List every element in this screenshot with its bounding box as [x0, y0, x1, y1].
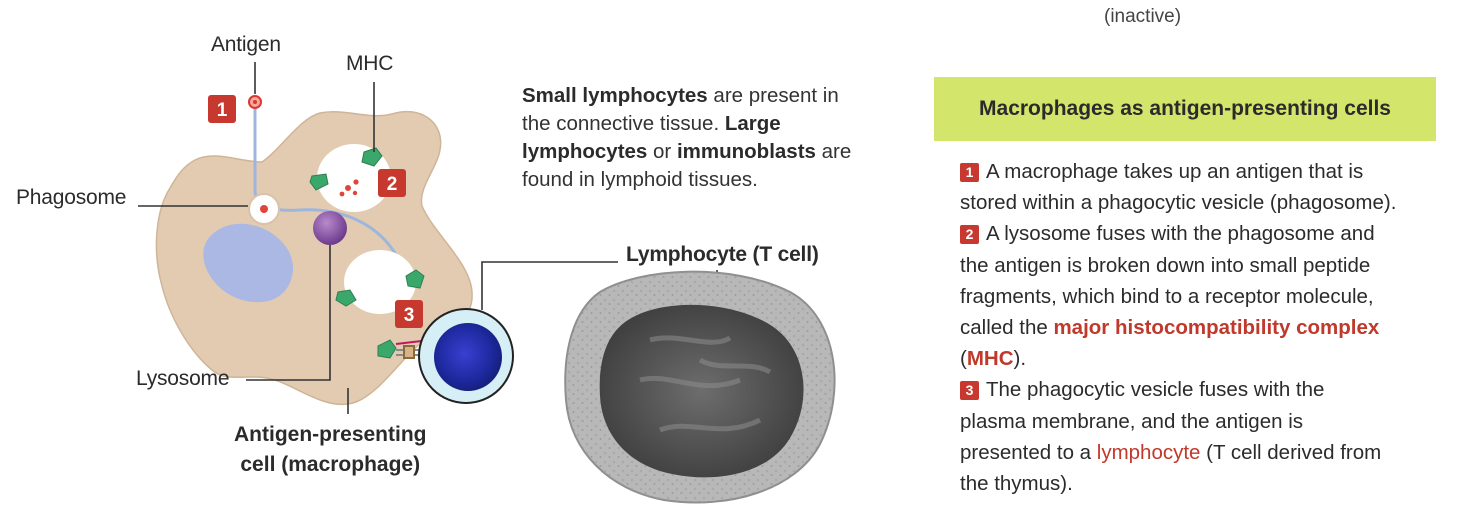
step-3-line-2: plasma membrane, and the antigen is [960, 406, 1450, 437]
svg-text:2: 2 [387, 174, 398, 195]
step-3-badge: 3 [960, 381, 979, 400]
step-1-text-a: A macrophage takes up an antigen that is [986, 160, 1363, 183]
micrograph-nucleus [600, 305, 804, 478]
apc-caption: Antigen-presenting cell (macrophage) [234, 420, 427, 480]
svg-text:3: 3 [404, 305, 415, 326]
antigen-label: Antigen [211, 33, 281, 57]
lymphocyte-blurb: Small lymphocytes are present in the con… [522, 82, 862, 194]
apc-caption-line2: cell (macrophage) [234, 450, 427, 480]
t-cell-nucleus [434, 323, 502, 391]
step-3-text-c: presented to a [960, 441, 1097, 464]
mhc-label: MHC [346, 52, 393, 76]
lysosome-label: Lysosome [136, 367, 229, 391]
step-1-badge: 1 [960, 163, 979, 182]
mhc-term: major histocompatibility complex [1053, 316, 1379, 339]
lymphocyte-micrograph [565, 272, 834, 503]
step-2-line-4: called the major histocompatibility comp… [960, 312, 1450, 343]
panel-title-banner: Macrophages as antigen-presenting cells [934, 77, 1436, 141]
step-3-line-3: presented to a lymphocyte (T cell derive… [960, 437, 1450, 468]
step-2-text-a: A lysosome fuses with the phagosome and [986, 222, 1375, 245]
lymphocyte-term: lymphocyte [1097, 441, 1201, 464]
panel-title: Macrophages as antigen-presenting cells [979, 97, 1391, 121]
step-2-text-f: ). [1014, 347, 1027, 370]
blurb-bold-1: Small lymphocytes [522, 84, 708, 107]
lymphocyte-label: Lymphocyte (T cell) [626, 243, 819, 267]
lysosome [313, 211, 347, 245]
step-3-line-4: the thymus). [960, 468, 1450, 499]
step-1-line-1: 1 A macrophage takes up an antigen that i… [960, 156, 1450, 187]
step-2-badge: 2 [960, 225, 979, 244]
inactive-label: (inactive) [1104, 6, 1181, 28]
step-badge-3: 3 [395, 300, 423, 328]
step-2-text-d: called the [960, 316, 1053, 339]
apc-caption-line1: Antigen-presenting [234, 420, 427, 450]
step-1-line-2: stored within a phagocytic vesicle (phag… [960, 187, 1450, 218]
step-2-line-3: fragments, which bind to a receptor mole… [960, 281, 1450, 312]
mhc-abbrev: MHC [967, 347, 1014, 370]
step-badge-1: 1 [208, 95, 236, 123]
step-2-line-1: 2 A lysosome fuses with the phagosome and [960, 218, 1450, 249]
svg-text:1: 1 [217, 100, 228, 121]
step-2-line-5: (MHC). [960, 343, 1450, 374]
steps-list: 1 A macrophage takes up an antigen that i… [960, 156, 1450, 499]
step-badge-2: 2 [378, 169, 406, 197]
step-3-line-1: 3 The phagocytic vesicle fuses with the [960, 374, 1450, 405]
phagosome-label: Phagosome [16, 186, 126, 210]
blurb-bold-3: immunoblasts [677, 140, 816, 163]
step-2-text-e: ( [960, 347, 967, 370]
blurb-text-2: or [647, 140, 677, 163]
step-2-line-2: the antigen is broken down into small pe… [960, 250, 1450, 281]
step-3-text-a: The phagocytic vesicle fuses with the [986, 378, 1324, 401]
step-3-text-d: (T cell derived from [1200, 441, 1381, 464]
